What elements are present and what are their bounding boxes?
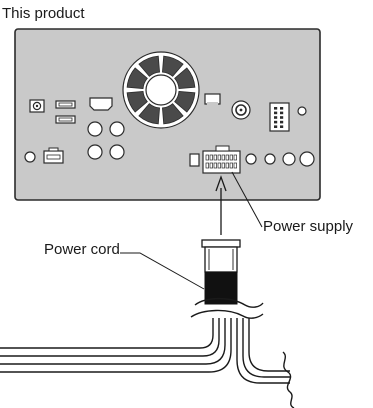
power-pin [225,154,229,161]
ground-terminal-icon [29,99,45,113]
power-pin [209,162,213,169]
power-pin [217,162,221,169]
hdmi-port-icon [89,97,113,111]
fan-blade [126,91,148,113]
power-pin [229,162,233,169]
fan-blade [138,103,160,125]
power-connector-icon [202,145,241,174]
din-pin [274,111,278,115]
small-jack-icon [24,151,36,163]
fan-blade [162,103,184,125]
power-pin [233,162,237,169]
power-pin [205,154,209,161]
power-cord-wires [0,297,295,408]
din-pin [274,120,278,124]
din-pin [280,120,284,124]
fan-blade [126,67,148,89]
din-pin [274,116,278,119]
power-pin [205,162,209,169]
antenna-jack-icon [231,100,251,120]
power-cord-label: Power cord [44,241,120,258]
usb-port-icon [55,100,76,124]
din-pin [280,107,284,110]
aux-jack-icon [297,106,307,116]
power-supply-leader-line [231,171,263,228]
power-pin [217,154,221,161]
power-pin [213,154,217,161]
power-pin [229,154,233,161]
power-supply-label: Power supply [263,218,354,235]
power-cord-plug [201,239,241,305]
slot-port-icon [43,147,64,164]
din-pin [274,125,278,128]
power-pin [233,154,237,161]
small-connector-icon [204,93,221,105]
din-pin [280,111,284,115]
fan-blade [174,67,196,89]
din-pin [280,125,284,128]
insert-arrow [215,175,227,235]
power-pin [213,162,217,169]
power-pin [209,154,213,161]
din-pin [280,116,284,119]
power-pin [221,162,225,169]
din-pin [274,107,278,110]
fan-blade [174,91,196,113]
rca-jack-icon [87,121,125,160]
product-label: This product [2,5,85,22]
fan-icon [122,51,200,129]
din-connector-icon [269,102,290,132]
power-pin [221,154,225,161]
fan-blade [162,55,184,77]
rca-output-jacks [245,151,315,167]
small-square-port-icon [189,153,200,167]
fan-blade [138,55,160,77]
power-cord-leader-line [120,252,205,290]
power-pin [225,162,229,169]
